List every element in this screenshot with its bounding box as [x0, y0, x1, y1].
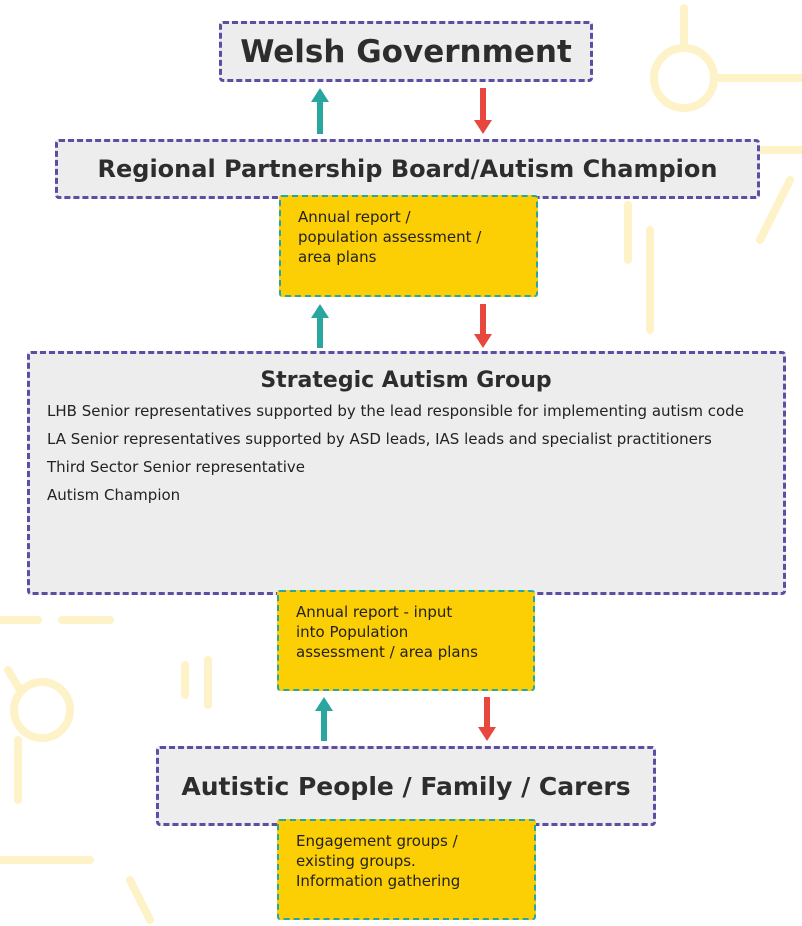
- regional-partnership-board-box: Regional Partnership Board/Autism Champi…: [55, 139, 760, 199]
- note-line: population assessment /: [298, 228, 482, 246]
- arrow-up-to-regional-board: [311, 304, 329, 348]
- sag-item-autism-champion: Autism Champion: [47, 486, 181, 504]
- note-line: Annual report /: [298, 208, 411, 226]
- note-line: existing groups.: [296, 852, 416, 870]
- note-annual-report-input: Annual report - input into Population as…: [277, 590, 535, 691]
- note-annual-report-population: Annual report / population assessment / …: [279, 195, 538, 297]
- arrow-down-from-regional-board: [474, 304, 492, 348]
- note-line: assessment / area plans: [296, 643, 478, 661]
- sag-item-la: LA Senior representatives supported by A…: [47, 430, 712, 448]
- strategic-autism-group-box: Strategic Autism Group LHB Senior repres…: [27, 351, 786, 595]
- welsh-government-label: Welsh Government: [240, 33, 572, 70]
- strategic-autism-group-title: Strategic Autism Group: [260, 368, 552, 393]
- note-line: Annual report - input: [296, 603, 453, 621]
- note-line: into Population: [296, 623, 409, 641]
- note-line: Information gathering: [296, 872, 461, 890]
- sag-item-lhb: LHB Senior representatives supported by …: [47, 402, 744, 420]
- note-line: area plans: [298, 248, 377, 266]
- arrow-down-from-strategic-group: [478, 697, 496, 741]
- autistic-people-label: Autistic People / Family / Carers: [181, 771, 631, 801]
- sag-item-third-sector: Third Sector Senior representative: [47, 458, 305, 476]
- welsh-government-box: Welsh Government: [219, 21, 593, 82]
- regional-partnership-board-label: Regional Partnership Board/Autism Champi…: [97, 155, 718, 183]
- note-line: Engagement groups /: [296, 832, 458, 850]
- arrow-up-to-strategic-group: [315, 697, 333, 741]
- note-engagement-groups: Engagement groups / existing groups. Inf…: [277, 819, 536, 920]
- arrow-up-to-welsh-government: [311, 88, 329, 134]
- autistic-people-box: Autistic People / Family / Carers: [156, 746, 656, 826]
- arrow-down-from-welsh-government: [474, 88, 492, 134]
